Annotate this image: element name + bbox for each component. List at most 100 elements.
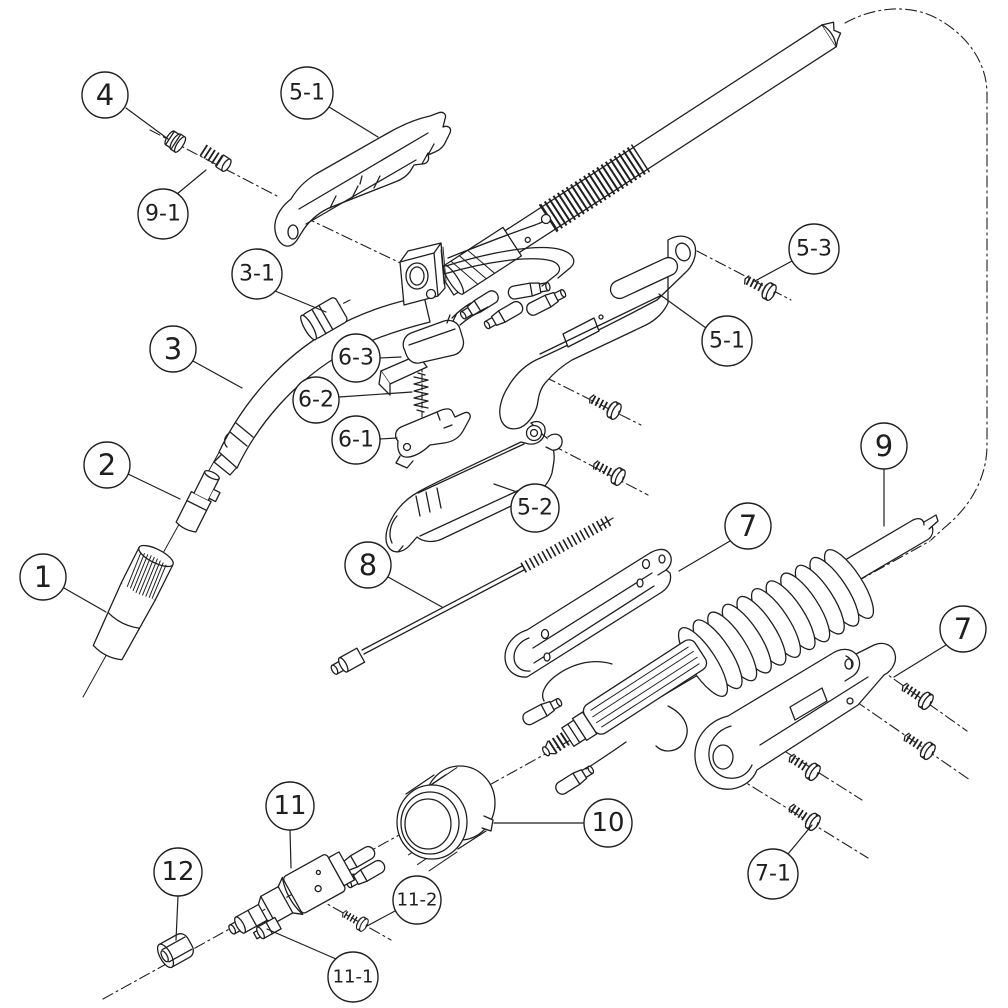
callout-5-3: 5-3 bbox=[754, 223, 840, 282]
callout-circle bbox=[231, 248, 283, 300]
leader-line bbox=[176, 169, 207, 195]
callout-label: 3-1 bbox=[239, 262, 275, 287]
callout-label: 5-3 bbox=[796, 237, 832, 262]
part-screw-7-1-d bbox=[785, 800, 822, 832]
part-handle-screw-b bbox=[590, 456, 627, 486]
callout-circle bbox=[153, 847, 203, 897]
part-strain-relief-lower bbox=[694, 642, 897, 790]
callout-8: 8 bbox=[344, 541, 443, 608]
part-body-tube bbox=[439, 21, 842, 296]
axis-screw-7-1-b bbox=[837, 688, 971, 781]
part-strain-relief-spring bbox=[677, 549, 875, 697]
callout-circle bbox=[331, 333, 381, 383]
part-handle-lower-half bbox=[385, 420, 563, 553]
part-cable-end-fitting bbox=[520, 639, 708, 798]
part-handle-right-half bbox=[499, 235, 697, 430]
axis-screw-11-2 bbox=[314, 896, 392, 941]
leader-line bbox=[366, 910, 396, 927]
leader-line bbox=[127, 473, 181, 500]
callout-6-1: 6-1 bbox=[331, 415, 398, 465]
callout-1: 1 bbox=[19, 553, 107, 613]
callout-circle bbox=[149, 325, 197, 373]
callout-circle bbox=[83, 441, 131, 489]
callout-7-16: 7 bbox=[893, 605, 987, 678]
leader-line bbox=[175, 895, 179, 941]
part-switch-block bbox=[399, 242, 447, 306]
callout-circle bbox=[392, 875, 442, 925]
axis-handle-screw-b bbox=[551, 444, 649, 496]
callout-11-1: 11-1 bbox=[266, 928, 379, 1003]
leader-line bbox=[266, 928, 337, 960]
callout-label: 6-2 bbox=[298, 388, 334, 413]
axis-screw-5-3 bbox=[696, 250, 792, 301]
callout-6-3: 6-3 bbox=[331, 333, 402, 383]
callout-label: 11 bbox=[273, 791, 306, 821]
part-screw-7-1-a bbox=[898, 679, 935, 711]
callout-7-1: 7-1 bbox=[747, 824, 813, 900]
callout-circle bbox=[701, 315, 753, 367]
callout-label: 12 bbox=[161, 857, 194, 887]
part-screw-5-3 bbox=[741, 271, 778, 301]
callout-2: 2 bbox=[83, 441, 181, 500]
callout-label: 3 bbox=[164, 332, 182, 366]
callout-3: 3 bbox=[149, 325, 243, 389]
callout-label: 7 bbox=[739, 509, 757, 543]
part-strain-relief-upper bbox=[504, 548, 672, 678]
callout-circle bbox=[747, 848, 799, 900]
callout-label: 5-1 bbox=[289, 81, 325, 106]
leader-line bbox=[192, 360, 243, 389]
callout-label: 9-1 bbox=[145, 202, 181, 227]
callout-circle bbox=[265, 781, 315, 831]
part-handle-screw-a bbox=[586, 390, 623, 420]
callout-circle bbox=[344, 541, 392, 589]
leader-line bbox=[125, 107, 169, 140]
callout-label: 11-1 bbox=[333, 967, 374, 988]
callout-4: 4 bbox=[81, 71, 169, 140]
leader-line bbox=[63, 587, 107, 613]
leader-line bbox=[387, 576, 443, 608]
callout-label: 2 bbox=[98, 448, 116, 482]
callout-label: 6-1 bbox=[338, 428, 374, 453]
leader-line bbox=[754, 260, 793, 282]
callout-6-2: 6-2 bbox=[292, 376, 413, 424]
callout-circle bbox=[510, 483, 560, 533]
part-connector-nut bbox=[396, 765, 496, 872]
callout-label: 7-1 bbox=[755, 862, 791, 887]
part-trigger-spring bbox=[413, 372, 429, 413]
leader-line bbox=[379, 356, 402, 359]
part-wire-nut bbox=[156, 933, 194, 969]
leader-line bbox=[338, 391, 413, 398]
callout-circle bbox=[724, 502, 772, 550]
callout-label: 5-2 bbox=[517, 496, 553, 521]
axis-handle-screw-a bbox=[544, 376, 642, 426]
callout-circle bbox=[327, 951, 379, 1003]
leader-line bbox=[289, 829, 292, 869]
callout-label: 7 bbox=[954, 612, 972, 646]
part-central-connector bbox=[228, 843, 388, 935]
callout-label: 11-2 bbox=[397, 890, 438, 911]
callout-5-2: 5-2 bbox=[493, 483, 560, 533]
callout-circle bbox=[583, 798, 633, 848]
callout-circle bbox=[19, 553, 67, 601]
part-switch-wires bbox=[443, 213, 575, 333]
callout-label: 5-1 bbox=[709, 329, 745, 354]
leader-line bbox=[379, 437, 398, 440]
callouts-layer: 4 5-1 9-1 3-1 3 6-3 6-26-1 2 1 5-3 5-1 9 5-2 8 7 7 7-1 10… bbox=[19, 66, 987, 1003]
callout-label: 4 bbox=[96, 78, 114, 112]
callout-9: 9 bbox=[860, 422, 908, 527]
part-gas-nipple bbox=[252, 916, 282, 940]
callout-label: 9 bbox=[875, 429, 893, 463]
part-tip-holder bbox=[175, 470, 221, 533]
part-screw-7-1-b bbox=[900, 729, 937, 761]
callout-label: 10 bbox=[591, 808, 624, 838]
callout-label: 1 bbox=[34, 560, 52, 594]
callout-circle bbox=[331, 415, 381, 465]
leader-line bbox=[658, 293, 707, 329]
callout-7-15: 7 bbox=[678, 502, 772, 572]
part-trigger-switch bbox=[378, 302, 489, 396]
part-spring-plug bbox=[199, 144, 232, 172]
axis-cable-loop bbox=[844, 8, 988, 541]
part-liner bbox=[330, 515, 614, 675]
part-nut-4 bbox=[164, 130, 187, 153]
